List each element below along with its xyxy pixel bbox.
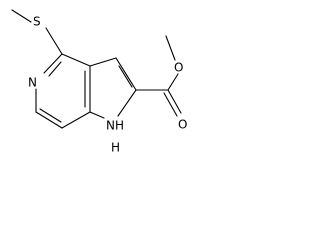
- bond-methyl-s: [11, 9, 32, 23]
- bond-n5-c4: [43, 53, 63, 74]
- bond-c7a-c7: [61, 111, 91, 129]
- carbonyl-oxygen-label: O: [178, 118, 187, 132]
- bond-c3-c2-inner: [118, 65, 133, 88]
- bond-c7-c6: [35, 111, 63, 129]
- bond-c3a-c3: [89, 57, 117, 67]
- bond-carbonyl-o-double-1: [167, 89, 182, 114]
- bond-c3-c2: [115, 57, 137, 91]
- bond-n5-c4-inner: [48, 61, 62, 77]
- chemical-structure: S N O O NH H: [11, 9, 187, 155]
- bond-c7-c6-inner: [39, 108, 62, 123]
- bond-carbonyl-o-double-2: [163, 92, 178, 117]
- bond-s-c4: [45, 27, 63, 55]
- bond-n1-c7a: [89, 111, 105, 119]
- pyridine-nitrogen-label: N: [28, 76, 37, 90]
- sulfur-label: S: [33, 15, 41, 29]
- bond-c4-c3a: [61, 53, 91, 67]
- ether-oxygen-label: O: [174, 61, 183, 75]
- pyrrole-nh-label: NH: [106, 119, 124, 133]
- pyrrole-h-label: H: [111, 141, 120, 155]
- bond-ether-o-methyl: [165, 35, 176, 61]
- bond-c2-n1: [117, 89, 137, 117]
- bond-carbonyl-ether-o: [167, 73, 179, 91]
